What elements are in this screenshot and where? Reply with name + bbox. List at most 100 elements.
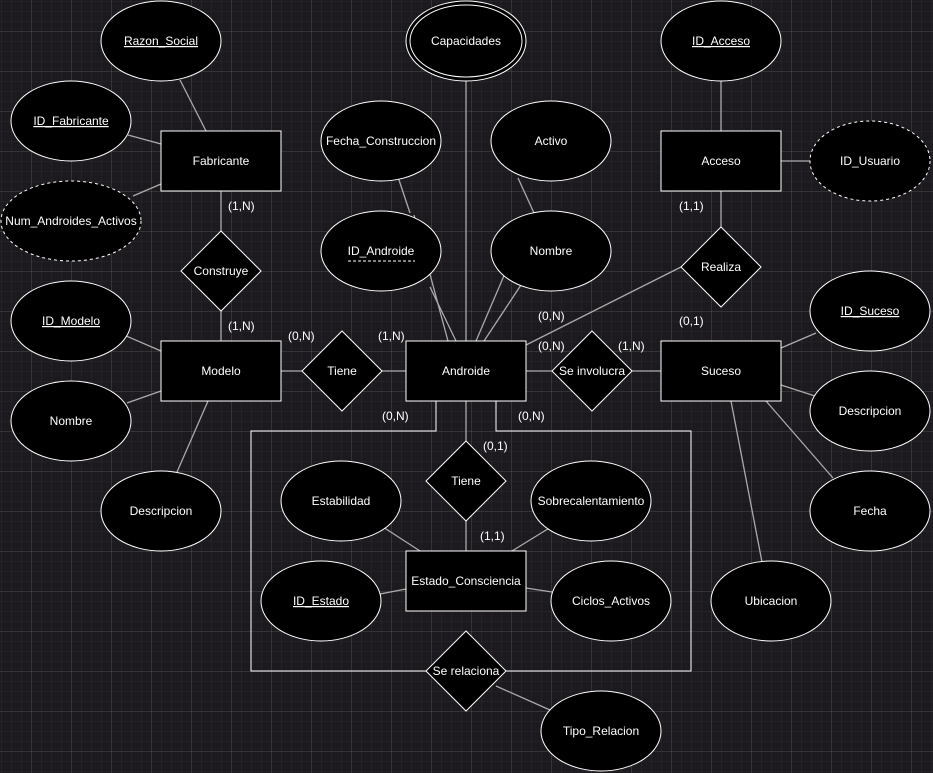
- attribute-tipo-relacion-ellipse: [540, 690, 662, 772]
- attribute-id-androide[interactable]: ID_Androide: [320, 210, 442, 292]
- attribute-id-androide-label: ID_Androide: [348, 244, 415, 258]
- entity-androide-label: Androide: [442, 364, 490, 378]
- attribute-activo-label: Activo: [535, 134, 568, 148]
- relationship-tiene-modelo-diamond: [301, 330, 383, 412]
- attribute-descripcion-modelo[interactable]: Descripcion: [100, 470, 222, 552]
- attribute-id-suceso[interactable]: ID_Suceso: [809, 270, 931, 352]
- attribute-sobrecalentamiento[interactable]: Sobrecalentamiento: [530, 460, 652, 542]
- link-id-estado-estado: [379, 588, 407, 595]
- relationship-realiza-label: Realiza: [701, 260, 741, 274]
- relationship-realiza[interactable]: Realiza: [680, 226, 762, 308]
- attribute-id-acceso[interactable]: ID_Acceso: [660, 0, 782, 82]
- attribute-id-suceso-ellipse: [809, 270, 931, 352]
- entity-androide-box: [405, 340, 527, 402]
- cardinality-modelo-construye: (1,N): [228, 319, 255, 333]
- link-ciclos-activos-estado: [525, 587, 553, 593]
- attribute-capacidades[interactable]: Capacidades: [405, 0, 527, 82]
- attribute-razon-social[interactable]: Razon_Social: [100, 0, 222, 82]
- relationship-se-involucra-label: Se involucra: [559, 364, 625, 378]
- entity-suceso[interactable]: Suceso: [660, 340, 782, 402]
- entity-fabricante-box: [160, 130, 282, 192]
- attribute-ciclos-activos[interactable]: Ciclos_Activos: [550, 560, 672, 642]
- entity-estado-consciencia-label: Estado_Consciencia: [411, 574, 521, 588]
- attribute-id-usuario[interactable]: ID_Usuario: [809, 120, 931, 202]
- attribute-num-androides-activos-ellipse: [0, 180, 142, 262]
- attribute-descripcion-modelo-label: Descripcion: [130, 504, 193, 518]
- link-realiza-androide: [525, 265, 684, 346]
- attribute-estabilidad[interactable]: Estabilidad: [280, 460, 402, 542]
- attribute-fecha-construccion-ellipse: [320, 100, 442, 182]
- relationship-construye-label: Construye: [194, 264, 249, 278]
- attribute-razon-social-label: Razon_Social: [124, 34, 198, 48]
- attribute-descripcion-suceso-ellipse: [809, 370, 931, 452]
- attribute-activo[interactable]: Activo: [490, 100, 612, 182]
- cardinality-androide-relaciona-right: (0,N): [518, 409, 545, 423]
- attribute-fecha-ellipse: [809, 470, 931, 552]
- self-relation-frame: [250, 401, 692, 672]
- link-nombre-modelo: [126, 390, 162, 404]
- cardinality-androide-involucra: (0,N): [538, 339, 565, 353]
- attribute-activo-ellipse: [490, 100, 612, 182]
- link-razon-social-fabricante: [179, 79, 207, 132]
- link-sobrecalentamiento-estado: [511, 526, 552, 552]
- self-relation-left-path: [250, 401, 437, 672]
- cardinality-suceso-involucra: (1,N): [618, 339, 645, 353]
- cardinality-labels: (1,N) (1,N) (0,N) (1,N) (1,1) (0,N) (0,N…: [228, 199, 704, 543]
- relationship-tiene-estado[interactable]: Tiene: [425, 440, 507, 522]
- link-fecha-suceso: [765, 400, 834, 479]
- self-relation-right-path: [495, 401, 692, 672]
- attribute-id-suceso-label: ID_Suceso: [841, 304, 900, 318]
- attribute-fecha-construccion[interactable]: Fecha_Construccion: [320, 100, 442, 182]
- attribute-id-estado[interactable]: ID_Estado: [260, 560, 382, 642]
- link-activo-androide: [517, 177, 535, 214]
- attribute-id-fabricante[interactable]: ID_Fabricante: [10, 80, 132, 162]
- link-id-suceso-suceso: [780, 332, 817, 349]
- attribute-id-fabricante-label: ID_Fabricante: [33, 114, 109, 128]
- attribute-estabilidad-label: Estabilidad: [312, 494, 371, 508]
- attribute-nombre-modelo-label: Nombre: [50, 414, 93, 428]
- relationship-tiene-estado-label: Tiene: [451, 474, 481, 488]
- relationship-se-involucra[interactable]: Se involucra: [551, 330, 633, 412]
- attribute-nombre-androide-label: Nombre: [530, 244, 573, 258]
- attribute-id-modelo[interactable]: ID_Modelo: [10, 280, 132, 362]
- attribute-fecha-label: Fecha: [853, 504, 887, 518]
- entity-androide[interactable]: Androide: [405, 340, 527, 402]
- attribute-ubicacion[interactable]: Ubicacion: [710, 560, 832, 642]
- attribute-id-estado-label: ID_Estado: [293, 594, 349, 608]
- attribute-fecha[interactable]: Fecha: [809, 470, 931, 552]
- link-descripcion-suceso: [780, 384, 816, 397]
- attribute-descripcion-suceso[interactable]: Descripcion: [809, 370, 931, 452]
- relationship-se-relaciona-diamond: [425, 630, 507, 712]
- attribute-nombre-modelo[interactable]: Nombre: [10, 380, 132, 462]
- entity-modelo[interactable]: Modelo: [160, 340, 282, 402]
- entity-fabricante[interactable]: Fabricante: [160, 130, 282, 192]
- attribute-descripcion-suceso-label: Descripcion: [839, 404, 902, 418]
- attribute-id-androide-ellipse: [320, 210, 442, 292]
- relationship-realiza-diamond: [680, 226, 762, 308]
- relationship-construye-diamond: [180, 230, 262, 312]
- entity-suceso-box: [660, 340, 782, 402]
- link-fecha-construccion-androide: [397, 176, 411, 214]
- entity-acceso-label: Acceso: [701, 154, 741, 168]
- link-id-modelo-modelo: [123, 334, 162, 352]
- attribute-ubicacion-ellipse: [710, 560, 832, 642]
- relationship-se-relaciona[interactable]: Se relaciona: [425, 630, 507, 712]
- relationship-construye[interactable]: Construye: [180, 230, 262, 312]
- entity-estado-consciencia[interactable]: Estado_Consciencia: [405, 550, 527, 612]
- entity-acceso-box: [660, 130, 782, 192]
- attribute-tipo-relacion[interactable]: Tipo_Relacion: [540, 690, 662, 772]
- link-id-androide-androide: [429, 286, 457, 342]
- attribute-id-acceso-label: ID_Acceso: [692, 34, 750, 48]
- attribute-nombre-androide[interactable]: Nombre: [490, 210, 612, 292]
- attribute-sobrecalentamiento-ellipse: [530, 460, 652, 542]
- cardinality-androide-realiza: (0,N): [538, 309, 565, 323]
- relationship-se-involucra-diamond: [551, 330, 633, 412]
- attribute-ubicacion-label: Ubicacion: [745, 594, 798, 608]
- attribute-nombre-modelo-ellipse: [10, 380, 132, 462]
- link-nombre-androide: [483, 284, 522, 342]
- attribute-nombre-androide-ellipse: [490, 210, 612, 292]
- entity-acceso[interactable]: Acceso: [660, 130, 782, 192]
- relationship-tiene-modelo[interactable]: Tiene: [301, 330, 383, 412]
- attribute-num-androides-activos[interactable]: Num_Androides_Activos: [0, 180, 142, 262]
- link-num-androides-fabricante: [132, 183, 162, 197]
